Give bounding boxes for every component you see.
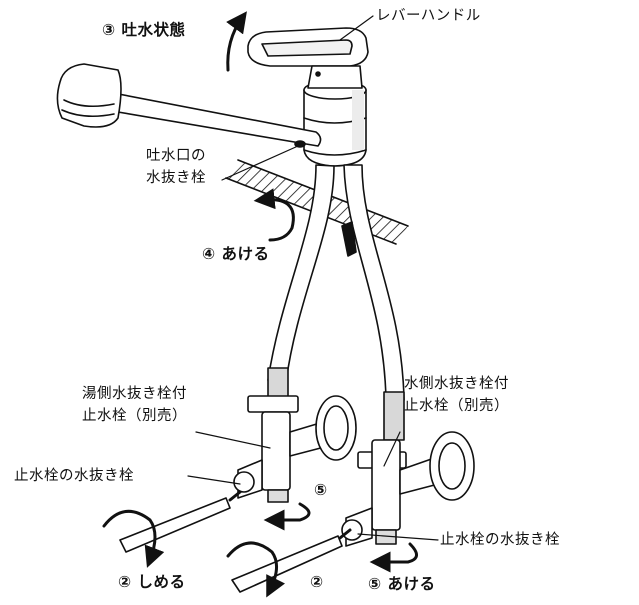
label-cold-valve-2: 止水栓（別売） [404,398,509,414]
rotation-arrows [102,11,418,598]
arrow-step3 [226,11,247,72]
label-spout-drain-2: 水抜き栓 [146,170,206,186]
arrow-step4 [253,188,295,242]
arrow-step2-left [102,509,165,568]
faucet-spout [56,63,322,148]
leader-lines [187,15,439,541]
supply-hoses [267,164,405,441]
label-hot-valve-2: 止水栓（別売） [82,408,187,424]
arrow-step5-left [263,502,311,531]
faucet-body [303,80,367,167]
label-step5-open: ⑤ あける [368,575,436,593]
label-step4-open: ④ あける [202,245,270,263]
label-lever-handle: レバーハンドル [376,8,481,24]
label-stopcock-drain-left: 止水栓の水抜き栓 [14,468,134,484]
arrow-step5-right [369,542,418,573]
cold-stop-valve [341,431,475,547]
label-step3-open-spout: ③ 吐水状態 [102,21,186,39]
label-step2-marker: ② [310,573,324,591]
arrow-step2-right [226,541,286,598]
screwdrivers [119,490,352,593]
label-hot-valve-1: 湯側水抜き栓付 [82,386,187,402]
label-step5-marker: ⑤ [314,481,328,499]
label-cold-valve-1: 水側水抜き栓付 [404,376,509,392]
hot-stop-valve [233,395,357,503]
label-step2-close: ② しめる [118,573,186,591]
label-spout-drain-1: 吐水口の [146,148,206,164]
lever-handle [247,27,369,89]
label-stopcock-drain-right: 止水栓の水抜き栓 [440,532,560,548]
